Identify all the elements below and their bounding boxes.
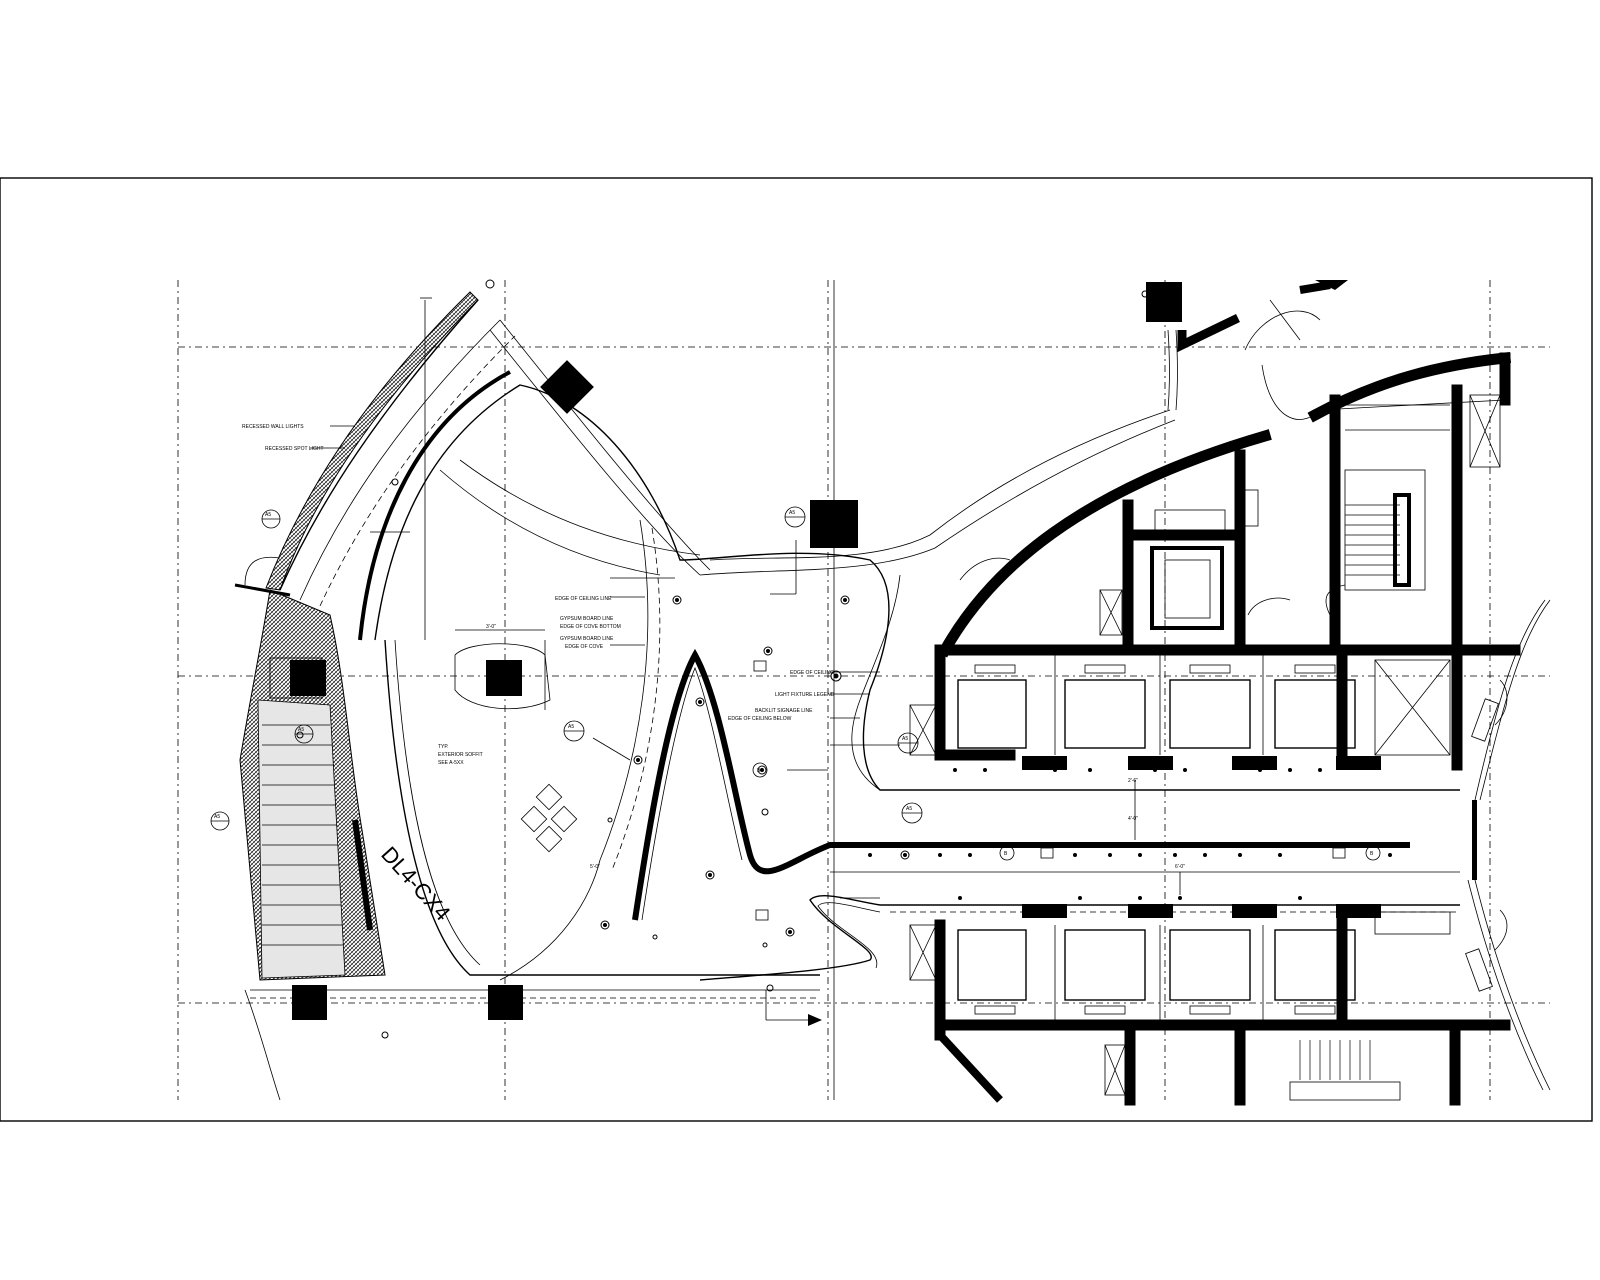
- grid-tag: A5: [563, 720, 585, 742]
- stair-treads: [262, 724, 343, 946]
- right-facade: [1465, 599, 1551, 1091]
- lower-right-rooms: [937, 1029, 1461, 1106]
- note-recessed-spot-light: RECESSED SPOT LIGHT: [265, 446, 324, 452]
- left-envelope: [239, 291, 820, 1101]
- note-edge-of-cove: EDGE OF COVE: [565, 644, 604, 650]
- svg-text:A5: A5: [568, 724, 574, 730]
- b-fixture-symbol: [752, 762, 768, 778]
- svg-text:A5: A5: [906, 806, 912, 812]
- note-edge-ceiling-below: EDGE OF CEILING BELOW: [728, 716, 792, 722]
- ceiling-fixtures: [296, 279, 1149, 1039]
- stair-upper: [1345, 504, 1400, 576]
- b-fixture-symbol: [999, 845, 1015, 861]
- grid-tag: A5: [294, 724, 314, 744]
- note-edge-ceiling-line: EDGE OF CEILING LINE: [555, 596, 612, 602]
- elevator-cars-top: [909, 655, 1381, 770]
- note-gypsum-board-line: GYPSUM BOARD LINE: [560, 616, 614, 622]
- svg-text:A5: A5: [902, 736, 908, 742]
- note-light-fixture: LIGHT FIXTURE LEGEND: [775, 692, 835, 698]
- b-fixture-label: B: [1004, 851, 1008, 857]
- note-edge-cove-bottom: EDGE OF COVE BOTTOM: [560, 624, 621, 630]
- small-dots: [868, 768, 1392, 900]
- dim-label: 6'-0": [1175, 864, 1185, 870]
- grid-tag: A5: [901, 802, 923, 824]
- grid-tag: A5: [784, 506, 806, 528]
- room-note-line-3: SEE A-5XX: [438, 760, 464, 766]
- b-fixtures: B B B: [752, 762, 1381, 861]
- grid-tag: A5: [897, 732, 919, 754]
- sheet-border: [0, 177, 1593, 1122]
- room-note-line-2: EXTERIOR SOFFIT: [438, 752, 483, 758]
- grid-tag: A5: [261, 509, 281, 529]
- note-gypsum-board-line-2: GYPSUM BOARD LINE: [560, 636, 614, 642]
- elevator-cars-bottom: [909, 904, 1451, 1025]
- dim-label: 5'-0": [590, 864, 600, 870]
- diamond-tag-cluster: [520, 783, 578, 853]
- arrows: [808, 280, 1348, 1026]
- b-fixture-label: B: [757, 768, 761, 774]
- grid-tags: A5 A5 A5 A5 A5 A5 A5: [210, 506, 923, 853]
- svg-text:A5: A5: [265, 512, 271, 518]
- note-edge-of-ceiling: EDGE OF CEILING: [790, 670, 834, 676]
- room-note-line-1: TYP.: [438, 744, 448, 750]
- svg-text:A5: A5: [298, 727, 304, 733]
- note-backlit-signage: BACKLIT SIGNAGE LINE: [755, 708, 813, 714]
- upper-curved-wall: [489, 319, 1512, 658]
- square-markers: [753, 660, 1346, 921]
- service-rooms: [1099, 384, 1501, 771]
- svg-text:A5: A5: [789, 510, 795, 516]
- b-fixture-symbol: [1365, 845, 1381, 861]
- b-fixture-label: B: [1370, 851, 1374, 857]
- dimensions: [420, 297, 1181, 895]
- section-tag-dl4-cx4: DL4-CX4: [376, 842, 455, 926]
- grid-tag: A5: [210, 811, 230, 831]
- grid-lines: [177, 280, 1550, 1100]
- elevator-banks: [909, 644, 1521, 1041]
- entry-vestibule: [1167, 281, 1331, 420]
- note-recessed-wall-lights: RECESSED WALL LIGHTS: [242, 424, 304, 430]
- dim-label: 4'-0": [1128, 816, 1138, 822]
- dim-label: 2'-6": [1128, 778, 1138, 784]
- leader-lines: [310, 425, 900, 1021]
- doors: [234, 453, 1508, 951]
- dim-label: 3'-0": [486, 624, 496, 630]
- svg-text:A5: A5: [214, 814, 220, 820]
- annotations: RECESSED WALL LIGHTS RECESSED SPOT LIGHT…: [242, 424, 1185, 926]
